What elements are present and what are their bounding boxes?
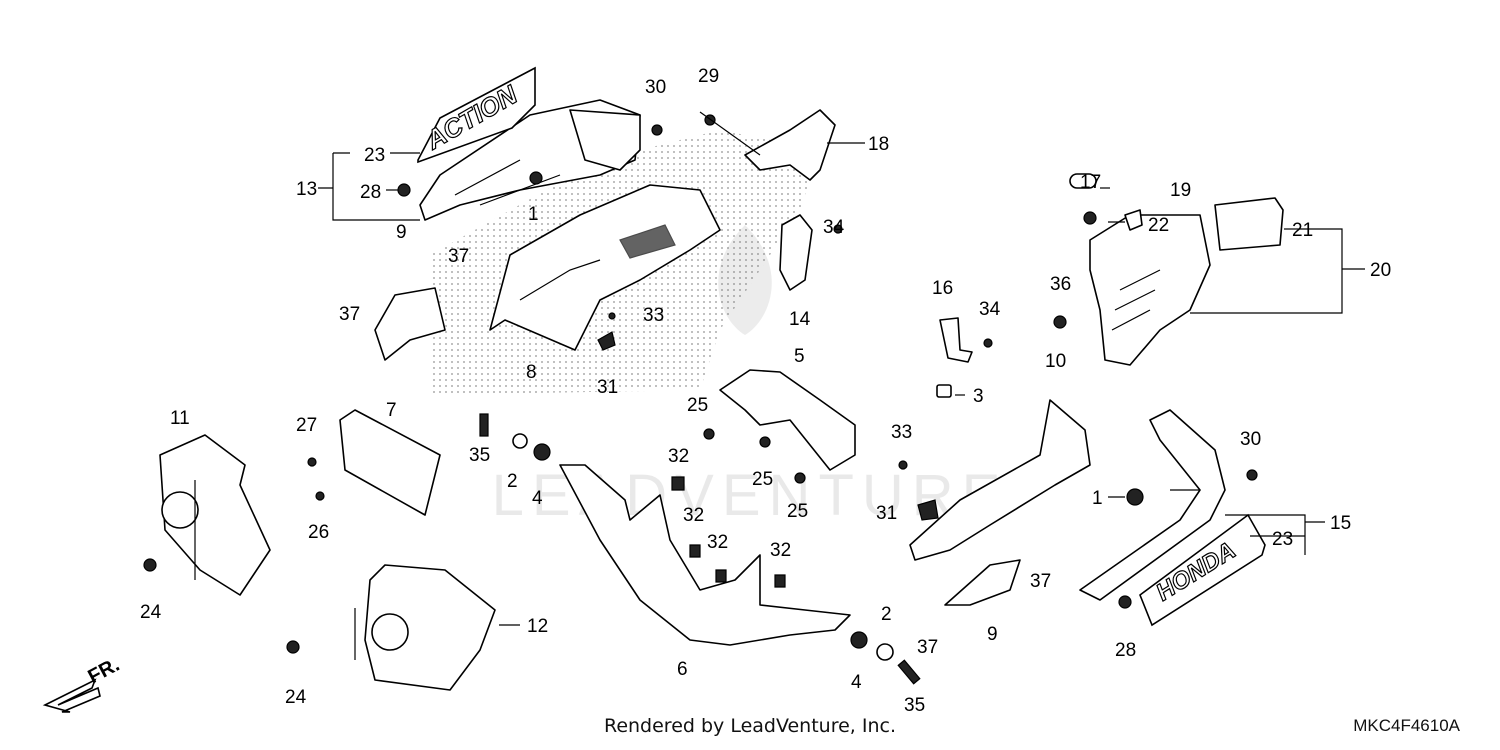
panel-part-7[interactable] — [339, 409, 441, 516]
front-cover-part-11[interactable] — [159, 434, 271, 596]
callout: 31 — [597, 377, 618, 398]
callout: 33 — [643, 305, 664, 326]
grommet-part-19[interactable] — [1069, 173, 1097, 189]
callout: 13 — [296, 179, 317, 200]
under-cover-part-6[interactable] — [559, 464, 851, 646]
side-cover-part-20[interactable] — [1089, 214, 1211, 366]
front-cover-part-12[interactable] — [364, 564, 496, 691]
callout: 5 — [794, 346, 805, 367]
callout: 25 — [752, 469, 773, 490]
callout: 14 — [789, 309, 811, 330]
callout: 37 — [448, 246, 469, 267]
callout: 20 — [1370, 260, 1391, 281]
lower-cover-part-15[interactable] — [1079, 409, 1226, 601]
callout: 18 — [868, 134, 889, 155]
decal-lower: HONDA — [1139, 513, 1266, 627]
callout: 3 — [973, 386, 984, 407]
callout: 25 — [787, 501, 808, 522]
part-3[interactable] — [936, 384, 952, 398]
callout: 27 — [296, 415, 317, 436]
callout: 32 — [770, 540, 791, 561]
callout: 2 — [881, 604, 892, 625]
callout: 37 — [1030, 571, 1051, 592]
callout: 37 — [917, 637, 938, 658]
front-arrow-icon — [42, 678, 101, 713]
callout: 23 — [1272, 529, 1293, 550]
callout: 36 — [1050, 274, 1071, 295]
callout: 2 — [507, 471, 518, 492]
callout-labels: 30 29 18 23 13 28 1 37 9 37 33 8 31 34 1… — [140, 66, 1391, 716]
callout: 35 — [904, 695, 925, 716]
callout: 22 — [1148, 215, 1169, 236]
callout: 24 — [285, 687, 307, 708]
grommet-part-36[interactable] — [1053, 315, 1067, 329]
callout: 28 — [360, 182, 381, 203]
upper-cowl-part-13[interactable] — [419, 99, 641, 221]
callout: 23 — [364, 145, 385, 166]
callout: 19 — [1170, 180, 1191, 201]
fasteners — [143, 114, 1258, 685]
callout: 16 — [932, 278, 953, 299]
callout: 8 — [526, 362, 537, 383]
panel-part-21[interactable] — [1214, 197, 1284, 251]
lower-side-part-10[interactable] — [909, 399, 1091, 561]
cover-part-18[interactable] — [744, 109, 836, 181]
callout: 37 — [339, 304, 360, 325]
callout: 25 — [687, 395, 708, 416]
middle-cover-part-5[interactable] — [719, 369, 856, 471]
callout: 34 — [823, 217, 845, 238]
callout: 17 — [1080, 172, 1101, 193]
grommet-part-17[interactable] — [1083, 211, 1097, 225]
inner-part-9-right[interactable] — [944, 559, 1021, 606]
callout: 21 — [1292, 220, 1313, 241]
callout: 6 — [677, 659, 688, 680]
bracket-part-16[interactable] — [939, 317, 973, 363]
inner-cover-part-8[interactable] — [489, 184, 721, 351]
callout: 11 — [170, 408, 190, 429]
callout: 7 — [386, 400, 397, 421]
bracket-part-14[interactable] — [779, 214, 813, 291]
callout: 32 — [707, 532, 728, 553]
callout: 29 — [698, 66, 719, 87]
callout: 33 — [891, 422, 912, 443]
callout: 9 — [987, 624, 998, 645]
callout: 15 — [1330, 513, 1351, 534]
callout: 28 — [1115, 640, 1136, 661]
leader-lines — [194, 111, 1365, 660]
callout: 1 — [1092, 488, 1103, 509]
callout: 31 — [876, 503, 897, 524]
callout: 4 — [532, 488, 543, 509]
callout: 34 — [979, 299, 1001, 320]
callout: 9 — [396, 222, 407, 243]
diagram-code: MKC4F4610A — [1353, 716, 1460, 735]
callout: 1 — [528, 204, 539, 225]
callout: 24 — [140, 602, 162, 623]
callout: 32 — [668, 446, 689, 467]
callout: 12 — [527, 616, 548, 637]
callout: 32 — [683, 505, 704, 526]
footer-text: Rendered by LeadVenture, Inc. — [603, 715, 897, 737]
callout: 10 — [1045, 351, 1066, 372]
inner-part-9-left[interactable] — [374, 287, 446, 361]
callout: 30 — [645, 77, 666, 98]
callout: 35 — [469, 445, 490, 466]
callout: 26 — [308, 522, 329, 543]
callout: 4 — [851, 672, 862, 693]
clip-part-22[interactable] — [1124, 209, 1143, 231]
callout: 30 — [1240, 429, 1261, 450]
